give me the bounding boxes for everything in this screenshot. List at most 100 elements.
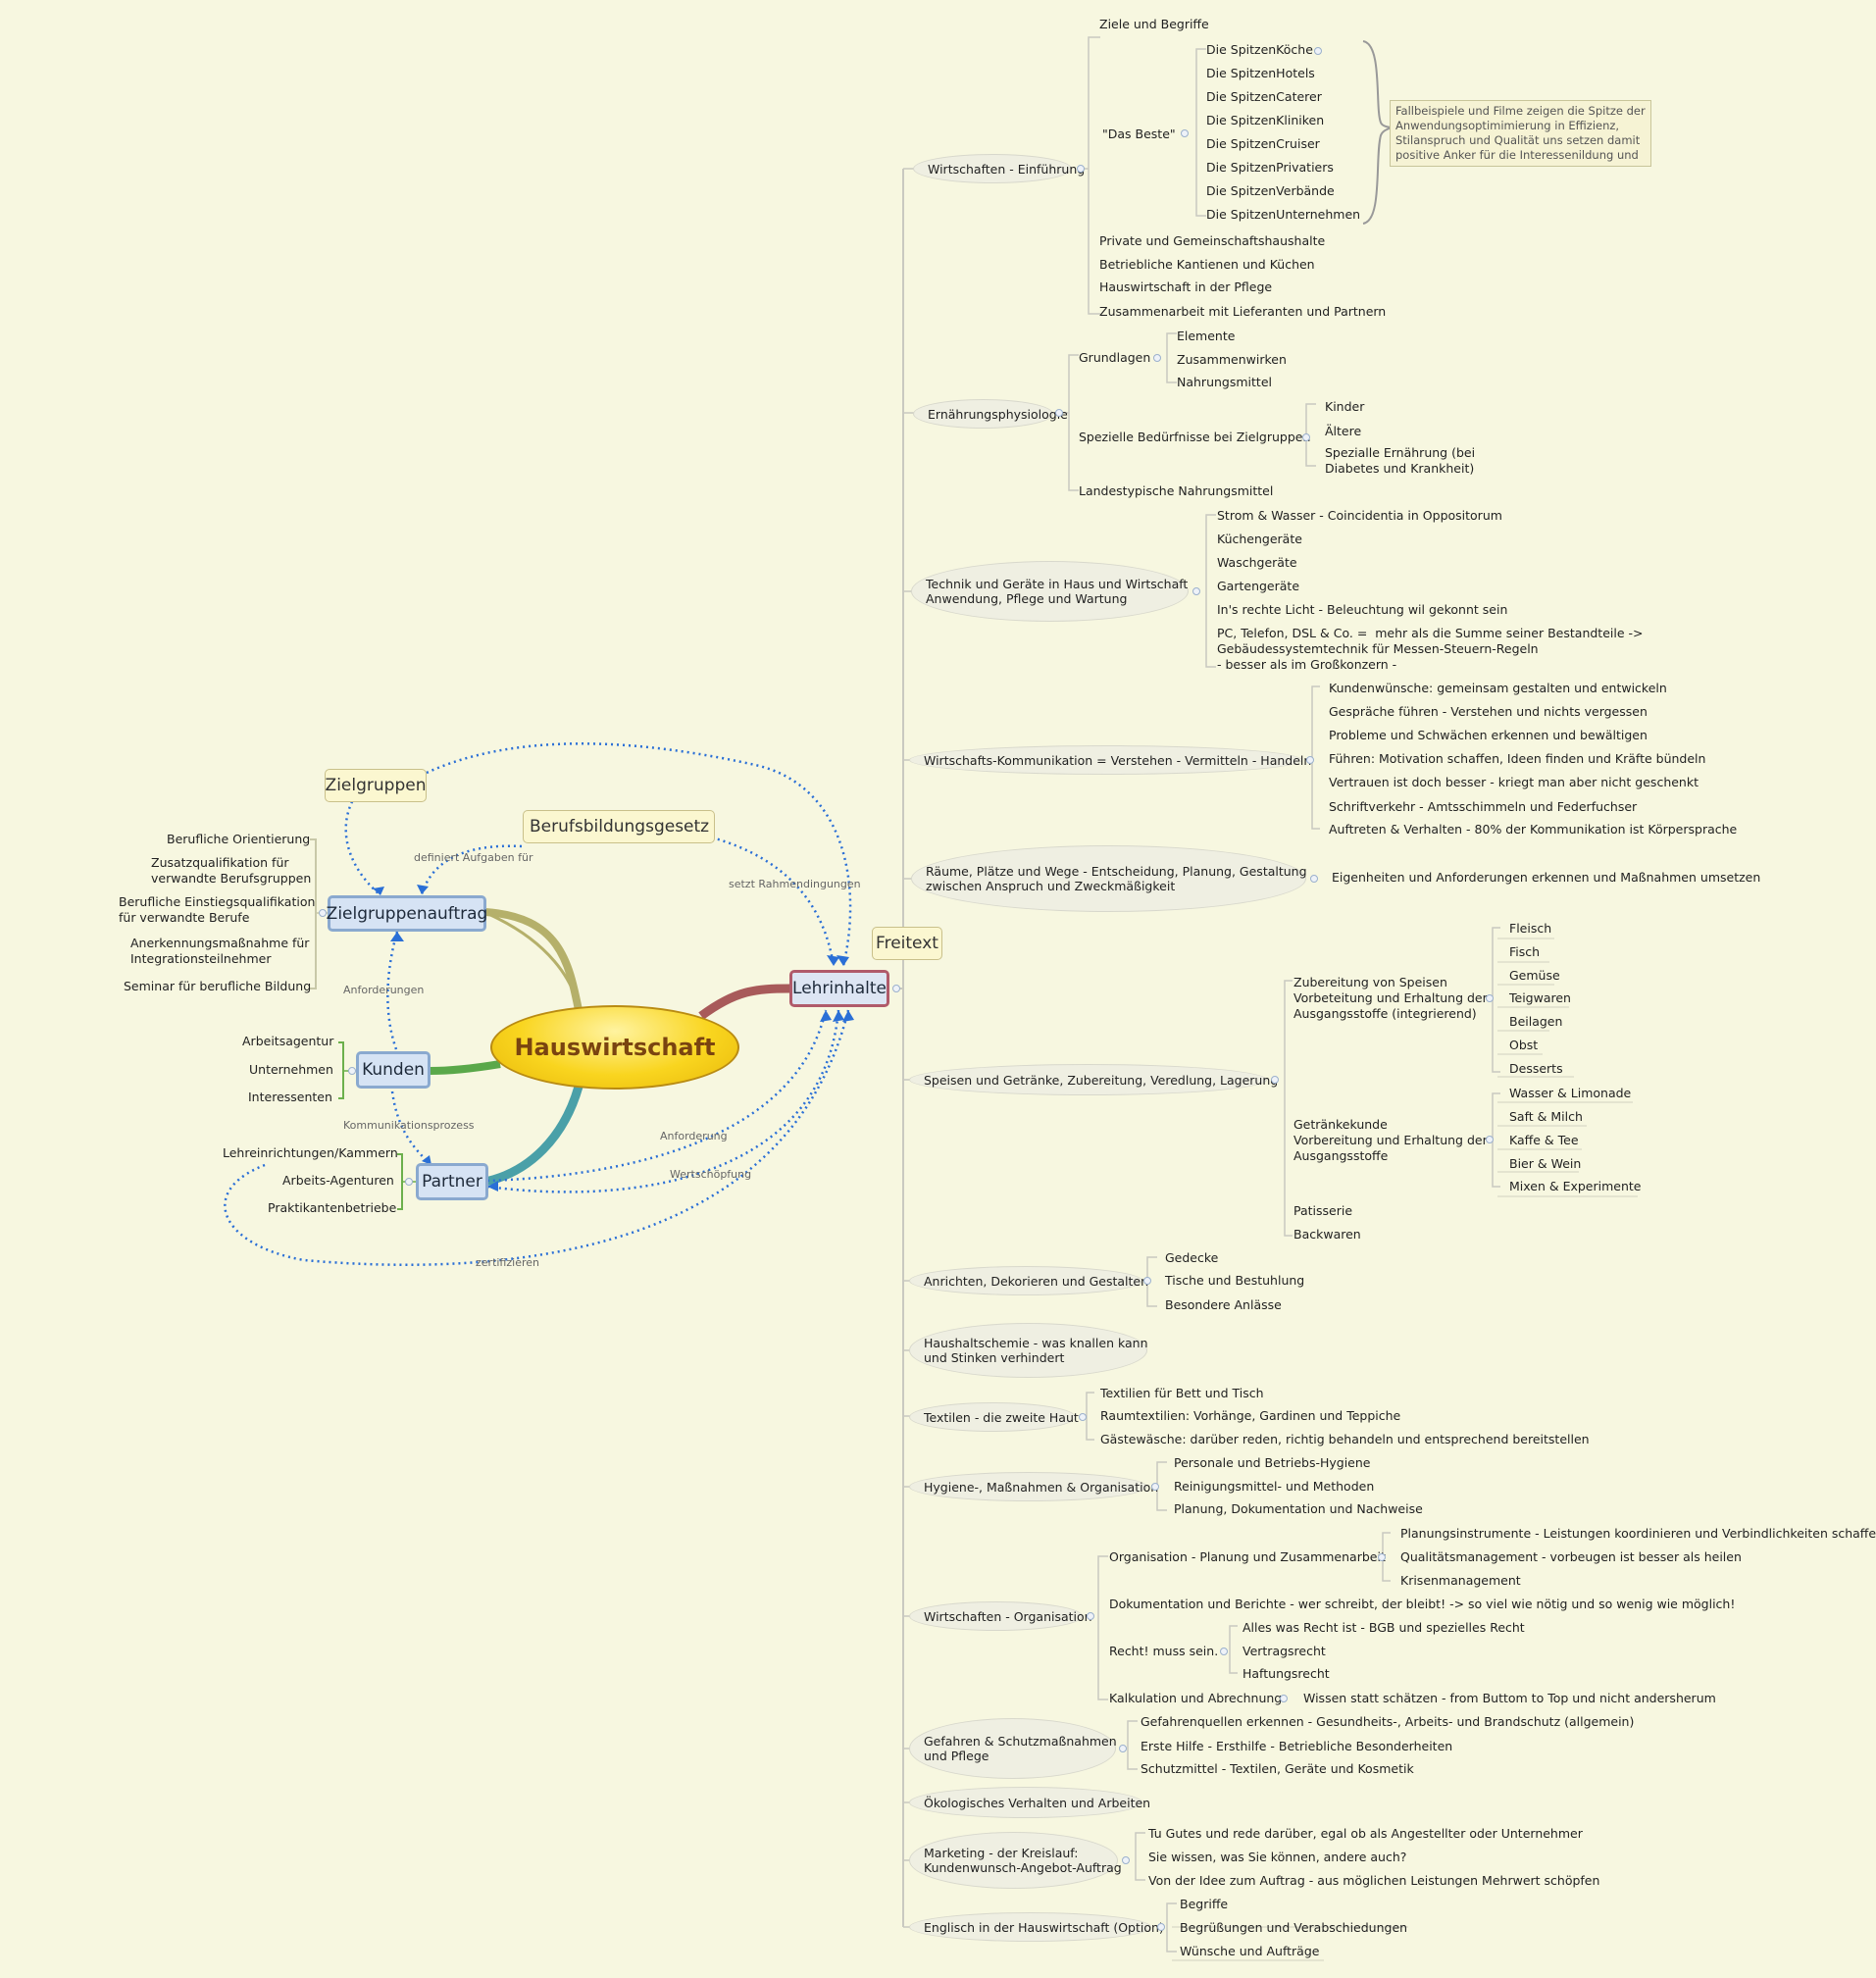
topic-item[interactable]: Probleme und Schwächen erkennen und bewä… bbox=[1329, 728, 1648, 742]
topic-item[interactable]: Landestypische Nahrungsmittel bbox=[1079, 483, 1274, 498]
topic-item[interactable]: Strom & Wasser - Coincidentia in Opposit… bbox=[1217, 508, 1502, 523]
topic-item[interactable]: Alles was Recht ist - BGB und spezielles… bbox=[1242, 1620, 1525, 1635]
collapse-icon[interactable] bbox=[319, 909, 327, 917]
collapse-icon[interactable] bbox=[348, 1067, 356, 1075]
topic-item[interactable]: PC, Telefon, DSL & Co. = mehr als die Su… bbox=[1217, 626, 1644, 672]
expand-icon[interactable] bbox=[1314, 47, 1322, 55]
topic-oekologisches[interactable]: Ökologisches Verhalten und Arbeiten bbox=[909, 1787, 1150, 1818]
topic-item[interactable]: Erste Hilfe - Ersthilfe - Betriebliche B… bbox=[1141, 1739, 1453, 1753]
topic-item[interactable]: Vertragsrecht bbox=[1242, 1644, 1326, 1658]
central-topic[interactable]: Hauswirtschaft bbox=[490, 1005, 739, 1090]
za-item[interactable]: Anerkennungsmaßnahme für Integrationstei… bbox=[130, 936, 310, 966]
topic-item[interactable]: Auftreten & Verhalten - 80% der Kommunik… bbox=[1329, 822, 1738, 837]
topic-item[interactable]: Tische und Bestuhlung bbox=[1165, 1273, 1305, 1288]
topic-wirtschaften-organisation[interactable]: Wirtschaften - Organisation bbox=[909, 1601, 1092, 1631]
za-item[interactable]: Zusatzqualifikation für verwandte Berufs… bbox=[151, 855, 312, 886]
kunden-item[interactable]: Interessenten bbox=[248, 1090, 332, 1104]
topic-item[interactable]: Planung, Dokumentation und Nachweise bbox=[1174, 1501, 1423, 1516]
topic-anrichten[interactable]: Anrichten, Dekorieren und Gestalten bbox=[909, 1266, 1148, 1295]
collapse-icon[interactable] bbox=[1119, 1745, 1127, 1752]
topic-item[interactable]: Wünsche und Aufträge bbox=[1180, 1944, 1320, 1958]
collapse-icon[interactable] bbox=[1310, 875, 1318, 883]
topic-item[interactable]: Zusammenwirken bbox=[1177, 352, 1287, 367]
topic-item[interactable]: Backwaren bbox=[1293, 1227, 1361, 1242]
topic-item[interactable]: Wissen statt schätzen - from Buttom to T… bbox=[1303, 1691, 1716, 1705]
collapse-icon[interactable] bbox=[1087, 1612, 1094, 1620]
topic-technik-geraete[interactable]: Technik und Geräte in Haus und Wirtschaf… bbox=[911, 561, 1189, 622]
za-item[interactable]: Berufliche Orientierung bbox=[167, 832, 311, 846]
topic-item[interactable]: Von der Idee zum Auftrag - aus möglichen… bbox=[1148, 1873, 1600, 1888]
kunden-item[interactable]: Unternehmen bbox=[249, 1062, 333, 1077]
topic-item[interactable]: Die SpitzenPrivatiers bbox=[1206, 160, 1334, 175]
collapse-icon[interactable] bbox=[1143, 1277, 1151, 1285]
topic-item[interactable]: Planungsinstrumente - Leistungen koordin… bbox=[1400, 1526, 1876, 1541]
note-box[interactable]: Fallbeispiele und Filme zeigen die Spitz… bbox=[1390, 100, 1651, 167]
topic-item[interactable]: Schriftverkehr - Amtsschimmeln und Feder… bbox=[1329, 799, 1638, 814]
topic-item[interactable]: Getränkekunde Vorbereitung und Erhaltung… bbox=[1293, 1117, 1488, 1163]
topic-item[interactable]: Die SpitzenKöche bbox=[1206, 42, 1313, 57]
topic-item[interactable]: Organisation - Planung und Zusammenarbei… bbox=[1109, 1549, 1386, 1564]
topic-item[interactable]: Haftungsrecht bbox=[1242, 1666, 1330, 1681]
topic-item[interactable]: Bier & Wein bbox=[1509, 1156, 1582, 1171]
topic-item[interactable]: Gespräche führen - Verstehen und nichts … bbox=[1329, 704, 1648, 719]
collapse-icon[interactable] bbox=[1302, 433, 1310, 441]
topic-item[interactable]: Kundenwünsche: gemeinsam gestalten und e… bbox=[1329, 681, 1667, 695]
topic-item[interactable]: Patisserie bbox=[1293, 1203, 1353, 1218]
topic-wirtschaften-einfuehrung[interactable]: Wirtschaften - Einführung bbox=[913, 154, 1085, 183]
topic-item[interactable]: Spezialle Ernährung (bei Diabetes und Kr… bbox=[1325, 445, 1476, 476]
topic-wirtschafts-kommunikation[interactable]: Wirtschafts-Kommunikation = Verstehen - … bbox=[909, 745, 1311, 775]
partner-item[interactable]: Lehreinrichtungen/Kammern bbox=[223, 1145, 398, 1160]
topic-item[interactable]: Dokumentation und Berichte - wer schreib… bbox=[1109, 1597, 1736, 1611]
zielgruppenauftrag-node[interactable]: Zielgruppenauftrag bbox=[327, 895, 487, 932]
topic-item[interactable]: Zubereitung von Speisen Vorbeteitung und… bbox=[1293, 975, 1488, 1021]
collapse-icon[interactable] bbox=[1486, 994, 1494, 1002]
partner-item[interactable]: Arbeits-Agenturen bbox=[282, 1173, 394, 1188]
collapse-icon[interactable] bbox=[1192, 587, 1200, 595]
topic-item[interactable]: Teigwaren bbox=[1509, 990, 1571, 1005]
topic-item[interactable]: Die SpitzenHotels bbox=[1206, 66, 1315, 80]
topic-item[interactable]: Spezielle Bedürfnisse bei Zielgruppen bbox=[1079, 430, 1311, 444]
topic-item[interactable]: Kinder bbox=[1325, 399, 1365, 414]
collapse-icon[interactable] bbox=[1486, 1136, 1494, 1143]
topic-item[interactable]: Hauswirtschaft in der Pflege bbox=[1099, 279, 1273, 294]
lehrinhalte-node[interactable]: Lehrinhalte bbox=[789, 970, 889, 1007]
topic-marketing[interactable]: Marketing - der Kreislauf: Kundenwunsch-… bbox=[909, 1832, 1122, 1889]
collapse-icon[interactable] bbox=[1157, 1923, 1165, 1931]
topic-item[interactable]: Gästewäsche: darüber reden, richtig beha… bbox=[1100, 1432, 1590, 1446]
topic-item[interactable]: Küchengeräte bbox=[1217, 532, 1302, 546]
topic-raeume-plaetze[interactable]: Räume, Plätze und Wege - Entscheidung, P… bbox=[911, 845, 1307, 912]
topic-item[interactable]: Ältere bbox=[1325, 424, 1362, 438]
topic-item[interactable]: Krisenmanagement bbox=[1400, 1573, 1521, 1588]
topic-item[interactable]: Die SpitzenCaterer bbox=[1206, 89, 1322, 104]
topic-gefahren[interactable]: Gefahren & Schutzmaßnahmen und Pflege bbox=[909, 1718, 1117, 1779]
topic-item[interactable]: Beilagen bbox=[1509, 1014, 1563, 1029]
collapse-icon[interactable] bbox=[1077, 165, 1085, 173]
partner-item[interactable]: Praktikantenbetriebe bbox=[268, 1200, 397, 1215]
collapse-icon[interactable] bbox=[1271, 1076, 1279, 1084]
berufsbildungsgesetz-node[interactable]: Berufsbildungsgesetz bbox=[523, 810, 715, 843]
topic-item[interactable]: Sie wissen, was Sie können, andere auch? bbox=[1148, 1850, 1407, 1864]
topic-item[interactable]: Begrüßungen und Verabschiedungen bbox=[1180, 1920, 1408, 1935]
topic-item[interactable]: Kalkulation und Abrechnung bbox=[1109, 1691, 1283, 1705]
topic-item[interactable]: Raumtextilien: Vorhänge, Gardinen und Te… bbox=[1100, 1408, 1401, 1423]
topic-hygiene[interactable]: Hygiene-, Maßnahmen & Organisation bbox=[909, 1472, 1158, 1501]
topic-item[interactable]: Besondere Anlässe bbox=[1165, 1297, 1282, 1312]
topic-item[interactable]: "Das Beste" bbox=[1102, 127, 1176, 141]
topic-item[interactable]: Fleisch bbox=[1509, 921, 1552, 936]
topic-item[interactable]: Begriffe bbox=[1180, 1897, 1229, 1911]
topic-haushaltschemie[interactable]: Haushaltschemie - was knallen kann und S… bbox=[909, 1323, 1148, 1378]
topic-item[interactable]: Gartengeräte bbox=[1217, 579, 1300, 593]
collapse-icon[interactable] bbox=[1220, 1648, 1228, 1655]
topic-item[interactable]: Recht! muss sein. bbox=[1109, 1644, 1219, 1658]
collapse-icon[interactable] bbox=[1151, 1483, 1159, 1491]
topic-item[interactable]: Schutzmittel - Textilen, Geräte und Kosm… bbox=[1141, 1761, 1414, 1776]
topic-item[interactable]: Fisch bbox=[1509, 944, 1541, 959]
topic-item[interactable]: Die SpitzenKliniken bbox=[1206, 113, 1325, 127]
topic-item[interactable]: Qualitätsmanagement - vorbeugen ist bess… bbox=[1400, 1549, 1742, 1564]
topic-item[interactable]: Mixen & Experimente bbox=[1509, 1179, 1642, 1193]
topic-item[interactable]: Kaffe & Tee bbox=[1509, 1133, 1579, 1147]
partner-node[interactable]: Partner bbox=[416, 1163, 488, 1200]
topic-item[interactable]: Vertrauen ist doch besser - kriegt man a… bbox=[1329, 775, 1699, 789]
topic-item[interactable]: Ziele und Begriffe bbox=[1099, 17, 1209, 31]
topic-item[interactable]: Tu Gutes und rede darüber, egal ob als A… bbox=[1148, 1826, 1583, 1841]
